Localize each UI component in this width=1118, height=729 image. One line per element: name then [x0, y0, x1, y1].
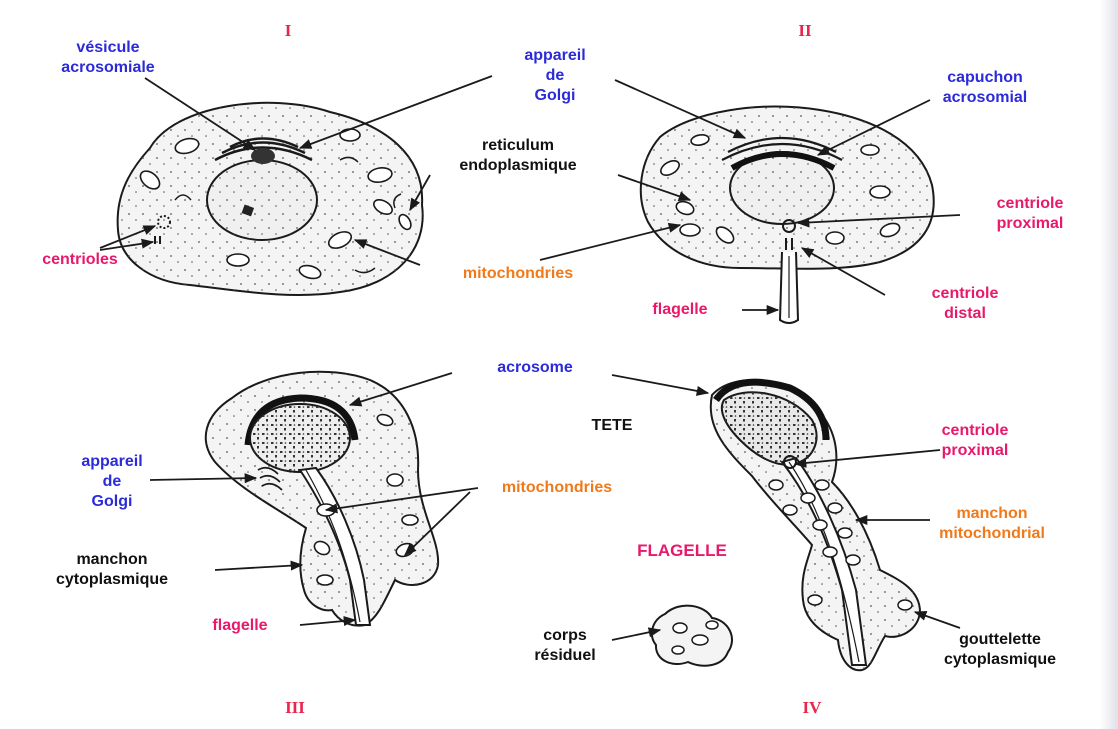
cell-stage-iv	[711, 380, 920, 670]
cell-stage-ii	[641, 106, 934, 323]
window-edge-strip	[1100, 0, 1118, 729]
stage-label-iii: III	[285, 698, 305, 717]
label-mitochondries-top: mitochondries	[463, 265, 573, 282]
label-centriole-proximal-iv-2: proximal	[942, 442, 1009, 459]
label-manchon-cytoplasmique-1: manchon	[76, 551, 147, 568]
label-gouttelette-cytoplasmique-1: gouttelette	[959, 631, 1041, 648]
label-appareil-golgi-top-3: Golgi	[535, 87, 576, 104]
label-gouttelette-cytoplasmique-2: cytoplasmique	[944, 651, 1056, 668]
label-vesicule-acrosomiale-2: acrosomiale	[61, 59, 154, 76]
label-manchon-cytoplasmique-2: cytoplasmique	[56, 571, 168, 588]
label-appareil-golgi-top-2: de	[546, 67, 565, 84]
label-reticulum-endoplasmique-1: reticulum	[482, 137, 554, 154]
label-acrosome: acrosome	[497, 359, 573, 376]
label-flagelle-ii: flagelle	[652, 301, 707, 318]
label-centriole-proximal-ii-1: centriole	[997, 195, 1064, 212]
label-corps-residuel-1: corps	[543, 627, 587, 644]
label-appareil-golgi-iii-1: appareil	[81, 453, 142, 470]
label-flagelle-caps: FLAGELLE	[637, 541, 727, 560]
label-centriole-proximal-iv-1: centriole	[942, 422, 1009, 439]
label-centrioles: centrioles	[42, 251, 118, 268]
label-centriole-distal-2: distal	[944, 305, 986, 322]
label-vesicule-acrosomiale-1: vésicule	[76, 39, 139, 56]
label-manchon-mitochondrial-1: manchon	[956, 505, 1027, 522]
label-capuchon-acrosomial-2: acrosomial	[943, 89, 1027, 106]
label-reticulum-endoplasmique-2: endoplasmique	[459, 157, 576, 174]
stage-label-ii: II	[798, 21, 812, 40]
label-tete: TETE	[592, 417, 633, 434]
label-appareil-golgi-top-1: appareil	[524, 47, 585, 64]
label-appareil-golgi-iii-2: de	[103, 473, 122, 490]
label-mitochondries-iii: mitochondries	[502, 479, 612, 496]
label-centriole-proximal-ii-2: proximal	[997, 215, 1064, 232]
label-centriole-distal-1: centriole	[932, 285, 999, 302]
stage-label-iv: IV	[803, 698, 823, 717]
residual-body	[652, 606, 732, 666]
label-appareil-golgi-iii-3: Golgi	[92, 493, 133, 510]
stage-label-i: I	[285, 21, 292, 40]
label-flagelle-iii: flagelle	[212, 617, 267, 634]
label-corps-residuel-2: résiduel	[534, 647, 595, 664]
label-capuchon-acrosomial-1: capuchon	[947, 69, 1023, 86]
cell-stage-i	[118, 103, 423, 295]
label-manchon-mitochondrial-2: mitochondrial	[939, 525, 1045, 542]
